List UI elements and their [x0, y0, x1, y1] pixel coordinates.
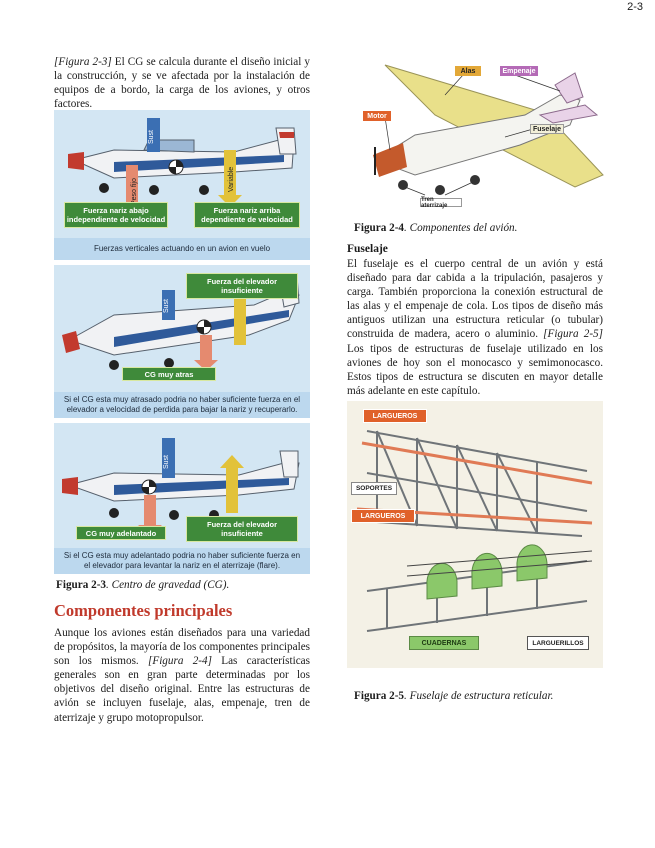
page-number: 2-3	[627, 1, 643, 13]
figure-2-4-airplane-components	[373, 64, 604, 196]
engine-label: Motor	[363, 111, 391, 121]
figure-2-5-truss-fuselage: LARGUEROS SOPORTES LARGUEROS CUADERNAS L…	[347, 401, 603, 668]
variable-label: Variable	[228, 167, 235, 192]
panel-caption: Fuerzas verticales actuando en un avion …	[54, 238, 310, 260]
figure-2-3-caption: Figura 2-3. Centro de gravedad (CG).	[56, 579, 230, 591]
weight-label: Peso fijo	[131, 178, 138, 205]
figure-2-5-caption: Figura 2-5. Fuselaje de estructura retic…	[354, 690, 554, 702]
fuselage-label: Fuselaje	[530, 124, 564, 134]
figure-ref: [Figura 2-3]	[54, 56, 112, 68]
longerons-label-top: LARGUEROS	[363, 409, 427, 423]
figure-ref: [Figura 2-5]	[543, 328, 603, 341]
fuselage-heading: Fuselaje	[347, 243, 388, 255]
nose-up-force-box: Fuerza nariz arriba dependiente de veloc…	[194, 202, 300, 228]
frames-label: CUADERNAS	[409, 636, 479, 650]
intro-text: El CG se calcula durante el diseño inici…	[54, 56, 310, 111]
cg-panel-forces: Sust Peso fijo Variable Fuerza nariz aba…	[54, 110, 310, 260]
landing-gear-label: Tren aterrizaje	[420, 197, 462, 209]
lift-label: Sust	[163, 299, 170, 313]
fuselage-paragraph: El fuselaje es el cuerpo central de un a…	[347, 258, 603, 397]
intro-paragraph: [Figura 2-3] El CG se calcula durante el…	[54, 55, 310, 111]
cg-forward-box: CG muy adelantado	[76, 526, 166, 540]
lift-label: Sust	[163, 455, 170, 469]
components-paragraph: Aunque los aviones están diseñados para …	[54, 627, 311, 724]
cg-panel-aft: Sust Fuerza del elevador insuficiente CG…	[54, 265, 310, 418]
struts-label: SOPORTES	[351, 482, 397, 495]
cg-aft-box: CG muy atras	[122, 367, 216, 381]
figure-2-4-caption: Figura 2-4. Componentes del avión.	[354, 222, 518, 234]
cg-panel-forward: Sust CG muy adelantado Fuerza del elevad…	[54, 423, 310, 574]
airplane-cg-forward-illustration: Sust	[62, 438, 300, 535]
wings-label: Alas	[455, 66, 481, 76]
panel-caption: Si el CG esta muy atrasado podria no hab…	[54, 392, 310, 418]
truss-illustration	[356, 430, 593, 632]
empennage-label: Empenaje	[500, 66, 538, 76]
figure-ref: [Figura 2-4]	[148, 655, 212, 668]
panel-caption: Si el CG esta muy adelantado podria no h…	[54, 548, 310, 574]
airplane-forces-illustration: Sust Peso fijo Variable	[68, 118, 297, 222]
elevator-force-box: Fuerza del elevador insuficiente	[186, 273, 298, 299]
nose-down-force-box: Fuerza nariz abajo independiente de velo…	[64, 202, 168, 228]
section-heading: Componentes principales	[54, 601, 233, 620]
lift-label: Sust	[148, 130, 155, 144]
stringers-label: LARGUERILLOS	[527, 636, 589, 650]
elevator-force-box: Fuerza del elevador insuficiente	[186, 516, 298, 542]
longerons-label-bottom: LARGUEROS	[351, 509, 415, 523]
